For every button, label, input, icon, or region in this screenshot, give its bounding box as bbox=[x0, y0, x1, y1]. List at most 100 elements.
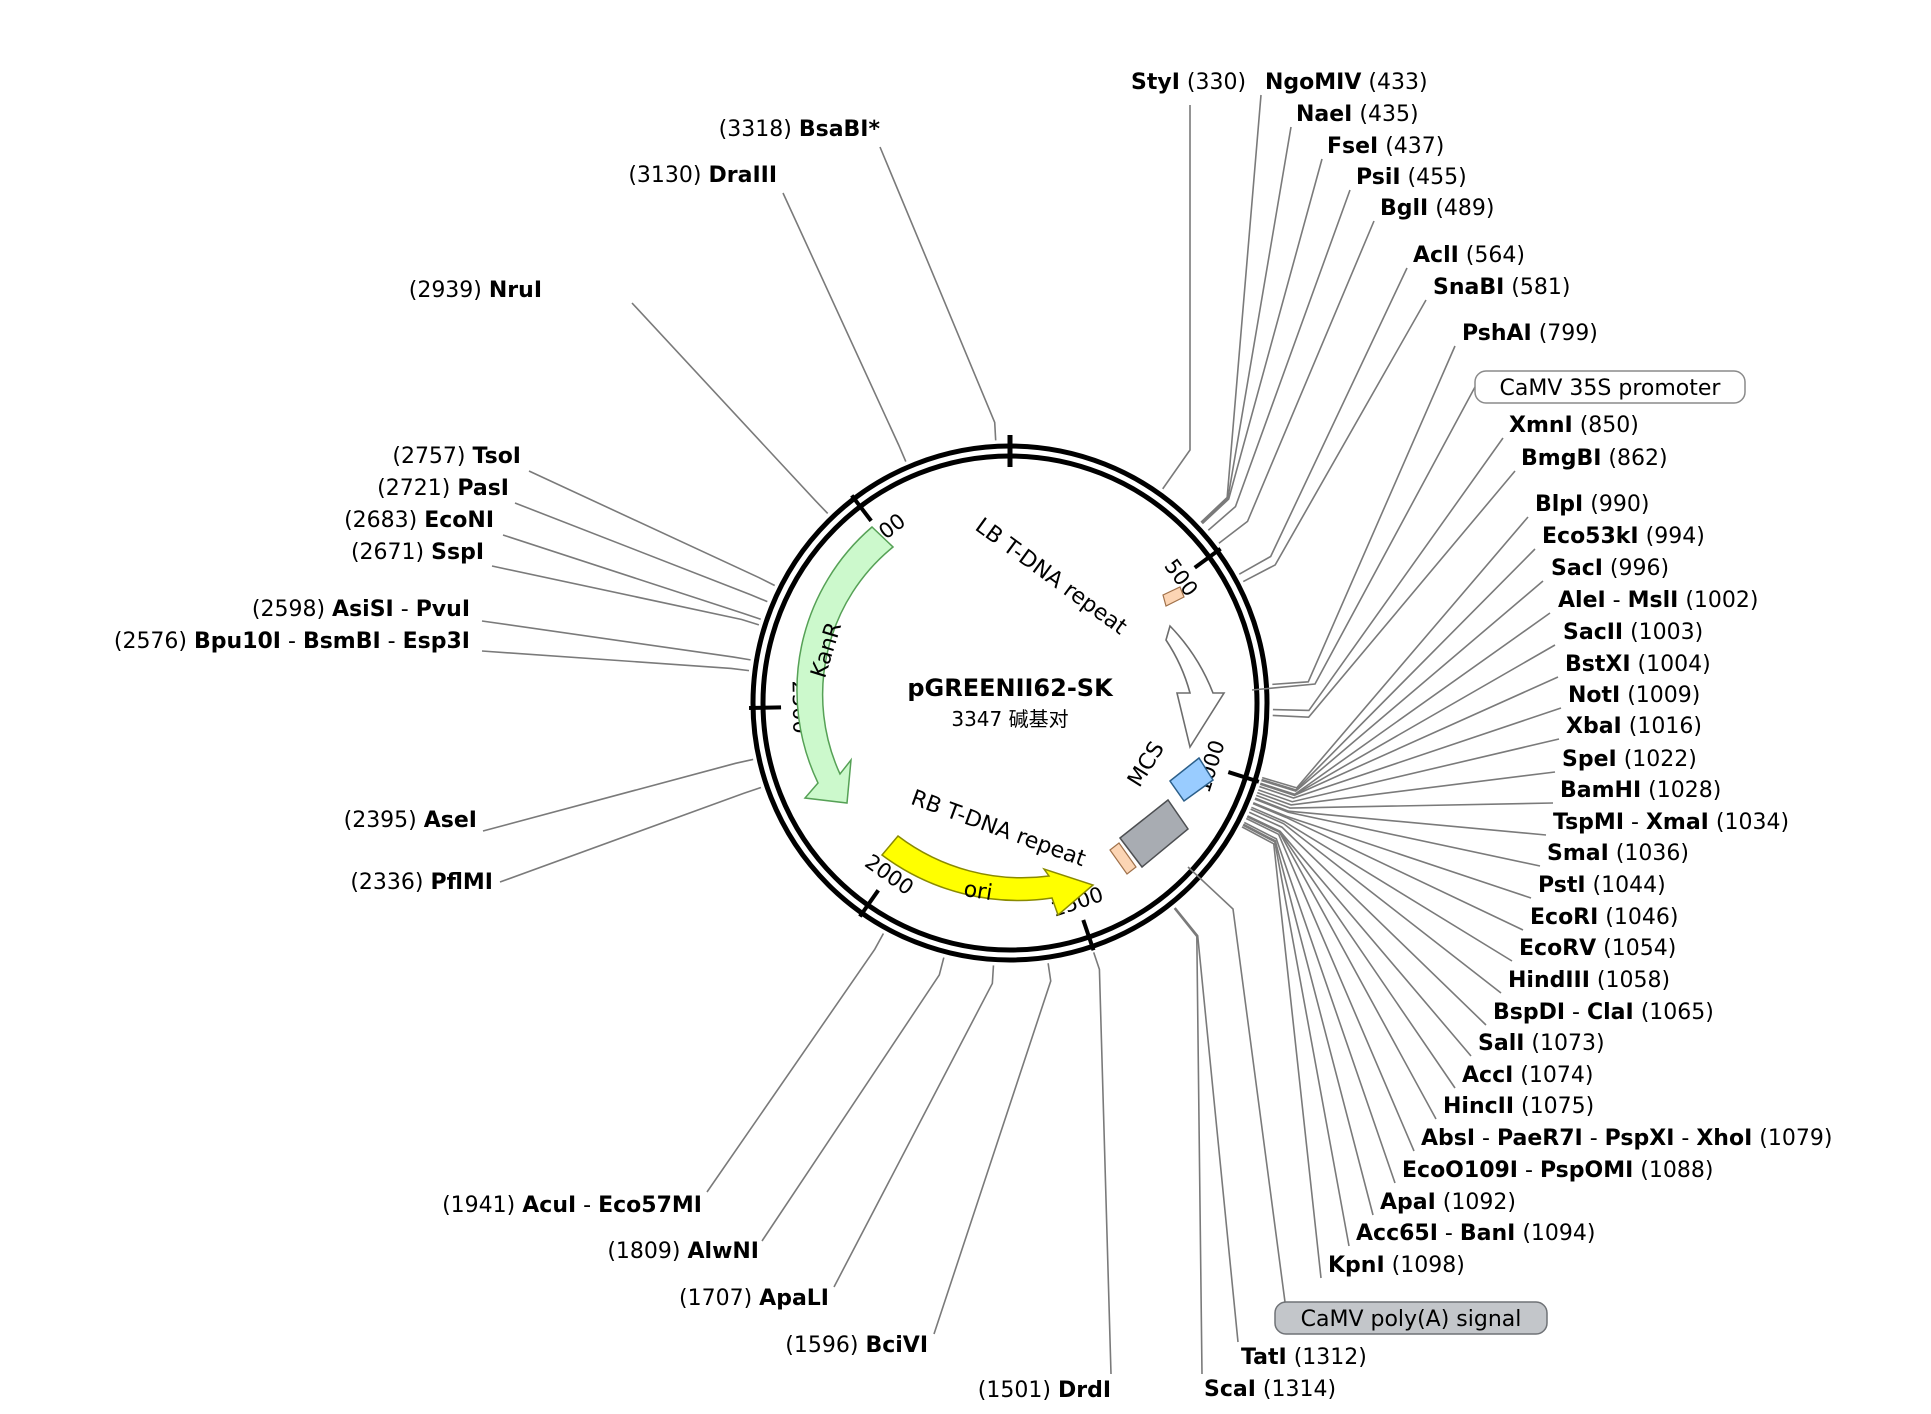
site-label: BamHI (1028) bbox=[1560, 778, 1721, 803]
site-label: HincII (1075) bbox=[1443, 1094, 1594, 1119]
site-label: NotI (1009) bbox=[1568, 683, 1700, 708]
leader-line bbox=[1272, 437, 1504, 712]
camv35s-promoter bbox=[1165, 624, 1226, 750]
site-label: (2939) NruI bbox=[409, 278, 542, 303]
leader-line bbox=[1243, 821, 1396, 1184]
leader-line bbox=[1259, 676, 1559, 797]
leader-line bbox=[1187, 866, 1286, 1303]
camv-polya-callout: CaMV poly(A) signal bbox=[1274, 1301, 1548, 1335]
kanr-arrow bbox=[796, 525, 895, 804]
site-label: (1707) ApaLI bbox=[679, 1286, 829, 1311]
leader-line bbox=[1250, 808, 1502, 994]
site-label: BlpI (990) bbox=[1535, 492, 1649, 517]
site-label: ScaI (1314) bbox=[1204, 1377, 1336, 1402]
site-label: PshAI (799) bbox=[1462, 321, 1598, 346]
leader-line bbox=[481, 620, 751, 661]
leader-line bbox=[514, 502, 768, 603]
leader-line bbox=[706, 933, 885, 1193]
leader-line bbox=[1254, 797, 1547, 836]
site-label: (1809) AlwNI bbox=[607, 1239, 759, 1264]
site-label: (2671) SspI bbox=[351, 540, 484, 565]
leader-line bbox=[1248, 811, 1487, 1026]
site-label: SnaBI (581) bbox=[1433, 275, 1570, 300]
leader-line bbox=[1200, 94, 1262, 523]
leader-line bbox=[833, 965, 995, 1288]
tick-mark bbox=[850, 494, 873, 523]
rb-repeat-box bbox=[1109, 842, 1137, 875]
mcs-box bbox=[1168, 756, 1215, 803]
site-label: SacI (996) bbox=[1551, 556, 1669, 581]
leader-line bbox=[1218, 220, 1375, 544]
leader-line bbox=[1260, 644, 1556, 796]
leader-line bbox=[482, 758, 754, 832]
leader-line bbox=[1242, 299, 1427, 583]
tick-mark bbox=[1081, 919, 1096, 951]
site-label: (2576) Bpu10I - BsmBI - Esp3I bbox=[114, 629, 470, 654]
camv35s-callout: CaMV 35S promoter bbox=[1474, 370, 1746, 404]
site-label: EcoRI (1046) bbox=[1530, 905, 1678, 930]
site-label: (2336) PflMI bbox=[350, 870, 493, 895]
site-label: XmnI (850) bbox=[1509, 413, 1639, 438]
leader-line bbox=[933, 963, 1052, 1335]
leader-line bbox=[1245, 817, 1415, 1152]
site-label: BstXI (1004) bbox=[1565, 652, 1711, 677]
leader-line bbox=[1246, 815, 1456, 1089]
site-label: SmaI (1036) bbox=[1547, 841, 1689, 866]
leader-line bbox=[1260, 612, 1551, 796]
leader-line bbox=[631, 302, 829, 514]
leader-lines bbox=[481, 94, 1562, 1375]
tick-mark bbox=[749, 705, 782, 711]
leader-line bbox=[1253, 802, 1532, 899]
site-label: BspDI - ClaI (1065) bbox=[1493, 1000, 1714, 1025]
site-label: (1501) DrdI bbox=[978, 1378, 1111, 1403]
site-label: KpnI (1098) bbox=[1328, 1253, 1465, 1278]
site-label: PsiI (455) bbox=[1356, 165, 1467, 190]
site-label: Acc65I - BanI (1094) bbox=[1356, 1221, 1595, 1246]
leader-line bbox=[1174, 907, 1239, 1343]
site-label: (3130) DraIII bbox=[628, 163, 777, 188]
leader-line bbox=[1254, 798, 1541, 867]
site-label: Eco53kI (994) bbox=[1542, 524, 1705, 549]
site-label: (2721) PasI bbox=[377, 476, 509, 501]
site-label: AclI (564) bbox=[1413, 243, 1525, 268]
leader-line bbox=[1173, 907, 1203, 1375]
leader-line bbox=[1241, 826, 1322, 1279]
leader-line bbox=[481, 650, 750, 672]
site-label: FseI (437) bbox=[1327, 134, 1444, 159]
site-label: HindIII (1058) bbox=[1508, 968, 1670, 993]
leader-line bbox=[879, 146, 997, 441]
site-label: XbaI (1016) bbox=[1566, 714, 1702, 739]
leader-line bbox=[1255, 794, 1554, 809]
camv-polya-box bbox=[1118, 798, 1190, 869]
site-label: SacII (1003) bbox=[1563, 620, 1703, 645]
site-label: BglI (489) bbox=[1380, 196, 1494, 221]
site-label: (2683) EcoNI bbox=[344, 508, 494, 533]
leader-line bbox=[1251, 806, 1513, 962]
site-label: TatI (1312) bbox=[1241, 1345, 1367, 1370]
site-label: (2395) AseI bbox=[344, 808, 477, 833]
leader-line bbox=[502, 534, 761, 620]
leader-line bbox=[1272, 470, 1516, 718]
tick-mark bbox=[1193, 547, 1222, 570]
leader-line bbox=[1261, 580, 1544, 792]
leader-line bbox=[1162, 105, 1191, 490]
leader-line bbox=[1257, 738, 1560, 803]
plasmid-name: pGREENII62-SK bbox=[907, 674, 1114, 702]
lb-repeat-box bbox=[1162, 586, 1185, 607]
leader-line bbox=[1251, 386, 1476, 691]
site-label: StyI (330) bbox=[1131, 70, 1246, 95]
leader-line bbox=[1256, 771, 1556, 806]
site-label: BmgBI (862) bbox=[1521, 446, 1668, 471]
tick-mark bbox=[858, 889, 880, 918]
lb-repeat-label: LB T-DNA repeat bbox=[970, 513, 1131, 640]
ori-arrow bbox=[880, 834, 1095, 917]
site-label: (2598) AsiSI - PvuI bbox=[252, 597, 470, 622]
site-label: PstI (1044) bbox=[1538, 873, 1666, 898]
leader-line bbox=[1207, 189, 1351, 531]
site-label: TspMI - XmaI (1034) bbox=[1553, 810, 1789, 835]
leader-line bbox=[1201, 158, 1323, 525]
leader-line bbox=[528, 470, 776, 587]
site-label: ApaI (1092) bbox=[1380, 1190, 1516, 1215]
site-label: AccI (1074) bbox=[1462, 1063, 1593, 1088]
